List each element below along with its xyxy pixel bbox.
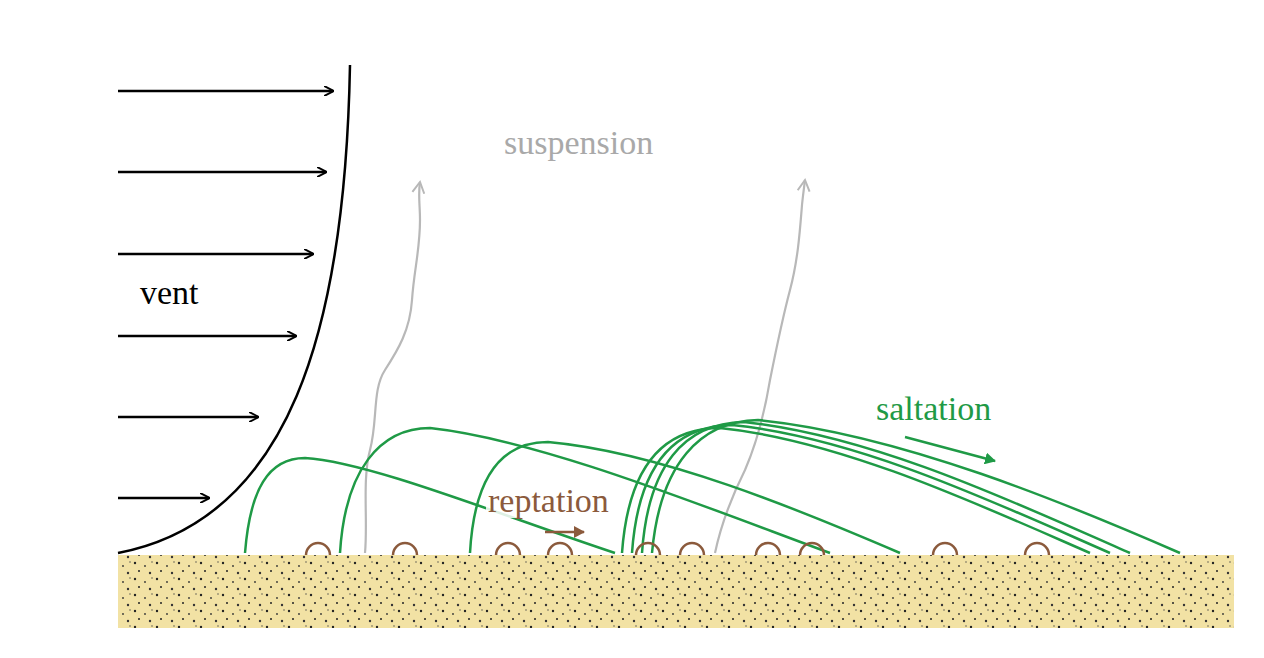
reptation-grains	[306, 543, 1049, 555]
wind-label: vent	[140, 276, 199, 310]
wind-arrows	[118, 91, 333, 498]
reptation-direction-arrow	[545, 531, 584, 534]
suspension-label: suspension	[504, 126, 653, 160]
sand-bed	[118, 555, 1234, 628]
reptation-label: reptation	[486, 484, 611, 518]
wind-profile	[118, 65, 350, 553]
saltation-label: saltation	[876, 392, 991, 426]
suspension-paths	[365, 180, 805, 553]
saltation-direction-arrow	[905, 437, 995, 461]
saltation-paths	[245, 420, 1180, 553]
